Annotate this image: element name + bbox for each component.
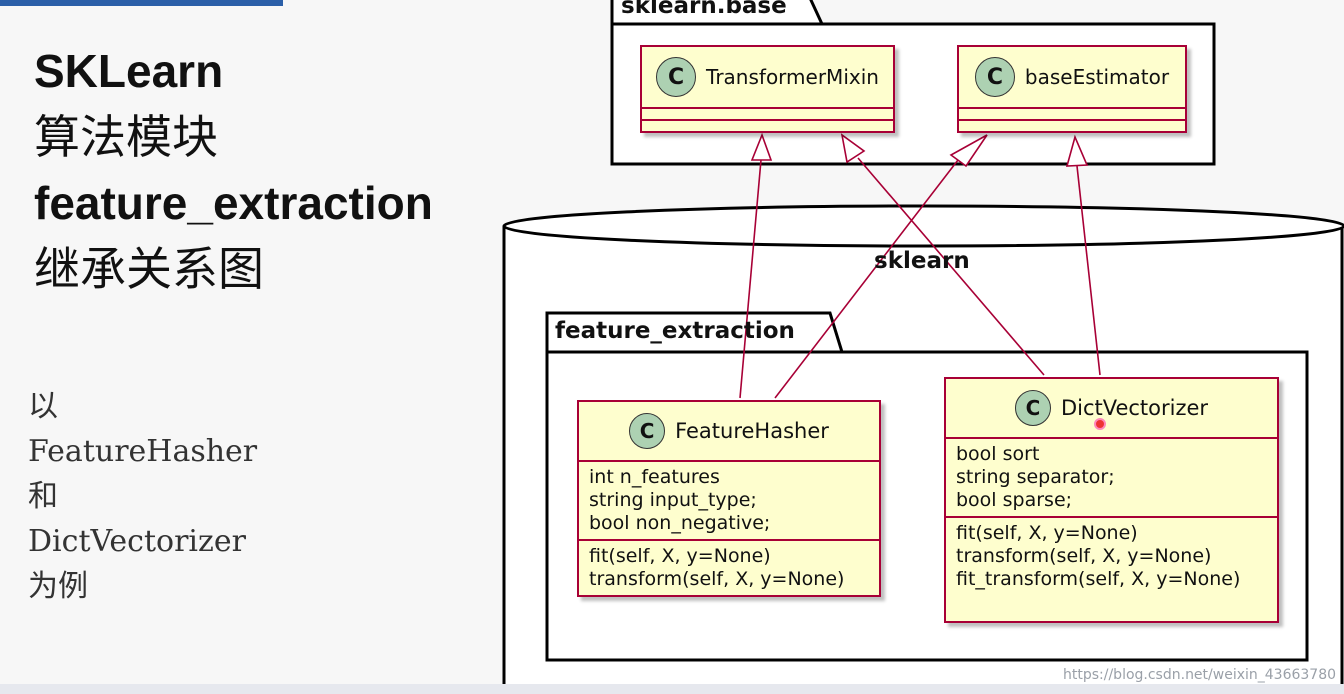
class-methods: [959, 119, 1185, 131]
arrowhead-transformermixin-2: [840, 133, 866, 164]
attribute: bool non_negative;: [589, 512, 771, 534]
arrowhead-baseestimator-1: [949, 134, 988, 168]
class-attributes: [642, 107, 893, 119]
slide-title: SKLearn 算法模块 feature_extraction 继承关系图: [34, 38, 433, 302]
attribute: string separator;: [956, 466, 1115, 488]
package-label-sklearn: sklearn: [874, 248, 970, 274]
class-attributes: bool sort string separator; bool sparse;: [946, 437, 1277, 516]
class-methods: fit(self, X, y=None) transform(self, X, …: [946, 516, 1277, 621]
class-dictvectorizer[interactable]: C DictVectorizer bool sort string separa…: [944, 377, 1279, 623]
class-methods: fit(self, X, y=None) transform(self, X, …: [579, 539, 879, 595]
title-line-4: 继承关系图: [34, 242, 264, 296]
attribute: bool sparse;: [956, 489, 1073, 511]
method: fit(self, X, y=None): [956, 522, 1138, 544]
class-badge-icon: C: [629, 413, 666, 449]
package-sklearn-side: [502, 226, 1344, 690]
bottom-bar: [0, 684, 1344, 694]
edge-featurehasher-baseestimator: [774, 159, 959, 399]
arrowhead-transformermixin-1: [750, 132, 773, 161]
edge-dictvectorizer-transformermixin: [857, 157, 1045, 376]
class-transformermixin[interactable]: C TransformerMixin: [640, 45, 895, 133]
package-label-feature-extraction: feature_extraction: [555, 318, 795, 344]
class-attributes: int n_features string input_type; bool n…: [579, 460, 879, 539]
class-name: TransformerMixin: [706, 65, 879, 89]
edge-featurehasher-transformermixin: [739, 159, 762, 399]
note-line-4: DictVectorizer: [28, 524, 246, 559]
method: fit_transform(self, X, y=None): [956, 568, 1241, 590]
method: transform(self, X, y=None): [956, 545, 1212, 567]
title-line-2: 算法模块: [34, 110, 218, 164]
note-line-3: 和: [28, 479, 58, 514]
package-sklearn-top: [502, 204, 1344, 248]
pointer-dot: [1094, 418, 1106, 430]
attribute: bool sort: [956, 443, 1040, 465]
arrowhead-baseestimator-2: [1065, 134, 1089, 167]
method: fit(self, X, y=None): [589, 545, 771, 567]
class-badge-icon: C: [974, 57, 1015, 97]
title-line-1: SKLearn: [34, 45, 224, 97]
note-line-5: 为例: [28, 569, 88, 604]
note-line-2: FeatureHasher: [28, 434, 258, 469]
class-name: baseEstimator: [1024, 65, 1170, 89]
class-featurehasher[interactable]: C FeatureHasher int n_features string in…: [577, 400, 881, 597]
class-baseestimator[interactable]: C baseEstimator: [957, 45, 1187, 133]
class-badge-icon: C: [1014, 390, 1051, 426]
attribute: int n_features: [589, 466, 720, 488]
class-methods: [642, 119, 893, 131]
class-attributes: [959, 107, 1185, 119]
edge-dictvectorizer-baseestimator: [1076, 165, 1101, 376]
note-line-1: 以: [28, 389, 58, 424]
package-label-sklearn-base: sklearn.base: [621, 0, 787, 19]
class-name: DictVectorizer: [1060, 396, 1209, 420]
title-line-3: feature_extraction: [34, 177, 433, 229]
top-accent-bar: [0, 0, 283, 6]
class-badge-icon: C: [656, 57, 697, 97]
example-note: 以 FeatureHasher 和 DictVectorizer 为例: [28, 384, 257, 609]
attribute: string input_type;: [589, 489, 757, 511]
class-name: FeatureHasher: [675, 419, 829, 443]
method: transform(self, X, y=None): [589, 568, 845, 590]
watermark-text: https://blog.csdn.net/weixin_43663780: [1063, 667, 1337, 683]
